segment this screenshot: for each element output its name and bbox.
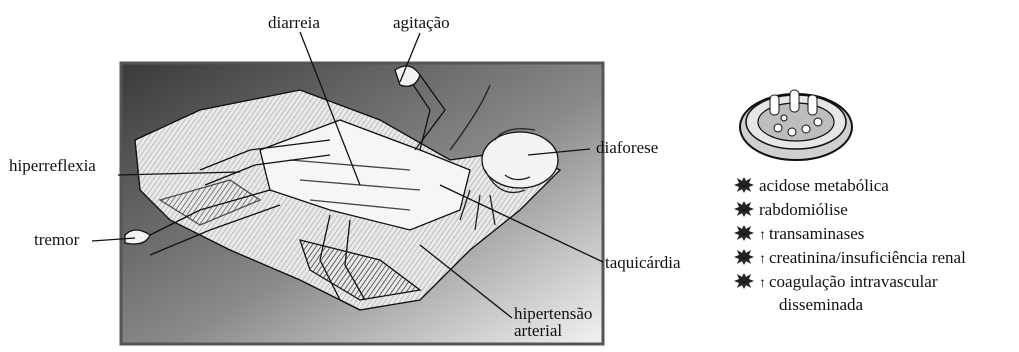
label-diarreia: diarreia xyxy=(268,14,320,32)
burst-star-icon xyxy=(733,201,755,217)
finding-text: transaminases xyxy=(769,224,864,243)
burst-star-icon xyxy=(733,273,755,289)
up-arrow-icon: ↑ xyxy=(759,249,766,271)
burst-star-icon xyxy=(733,225,755,241)
up-arrow-icon: ↑ xyxy=(759,273,766,295)
burst-star-icon xyxy=(733,249,755,265)
up-arrow-icon: ↑ xyxy=(759,225,766,247)
finding-text: rabdomiólise xyxy=(759,200,848,219)
burst-star-icon xyxy=(733,177,755,193)
label-tremor: tremor xyxy=(34,231,79,249)
finding-item: rabdomiólise xyxy=(733,199,848,221)
finding-item: ↑creatinina/insuficiência renal xyxy=(733,247,966,269)
pill-dish-icon xyxy=(740,90,852,160)
label-agitacao: agitação xyxy=(393,14,450,32)
finding-continuation: disseminada xyxy=(779,295,863,315)
finding-item: ↑transaminases xyxy=(733,223,864,245)
finding-text: acidose metabólica xyxy=(759,176,889,195)
label-hiperreflexia: hiperreflexia xyxy=(9,157,96,175)
label-diaforese: diaforese xyxy=(596,139,658,157)
label-hipertensao-line1: hipertensão xyxy=(514,305,592,322)
finding-item: acidose metabólica xyxy=(733,175,889,197)
label-hipertensao: hipertensão arterial xyxy=(514,305,592,339)
finding-item: ↑coagulação intravascular xyxy=(733,271,938,293)
finding-text: creatinina/insuficiência renal xyxy=(769,248,966,267)
finding-text: coagulação intravascular xyxy=(769,272,938,291)
label-hipertensao-line2: arterial xyxy=(514,322,592,339)
label-taquicardia: taquicárdia xyxy=(605,254,681,272)
